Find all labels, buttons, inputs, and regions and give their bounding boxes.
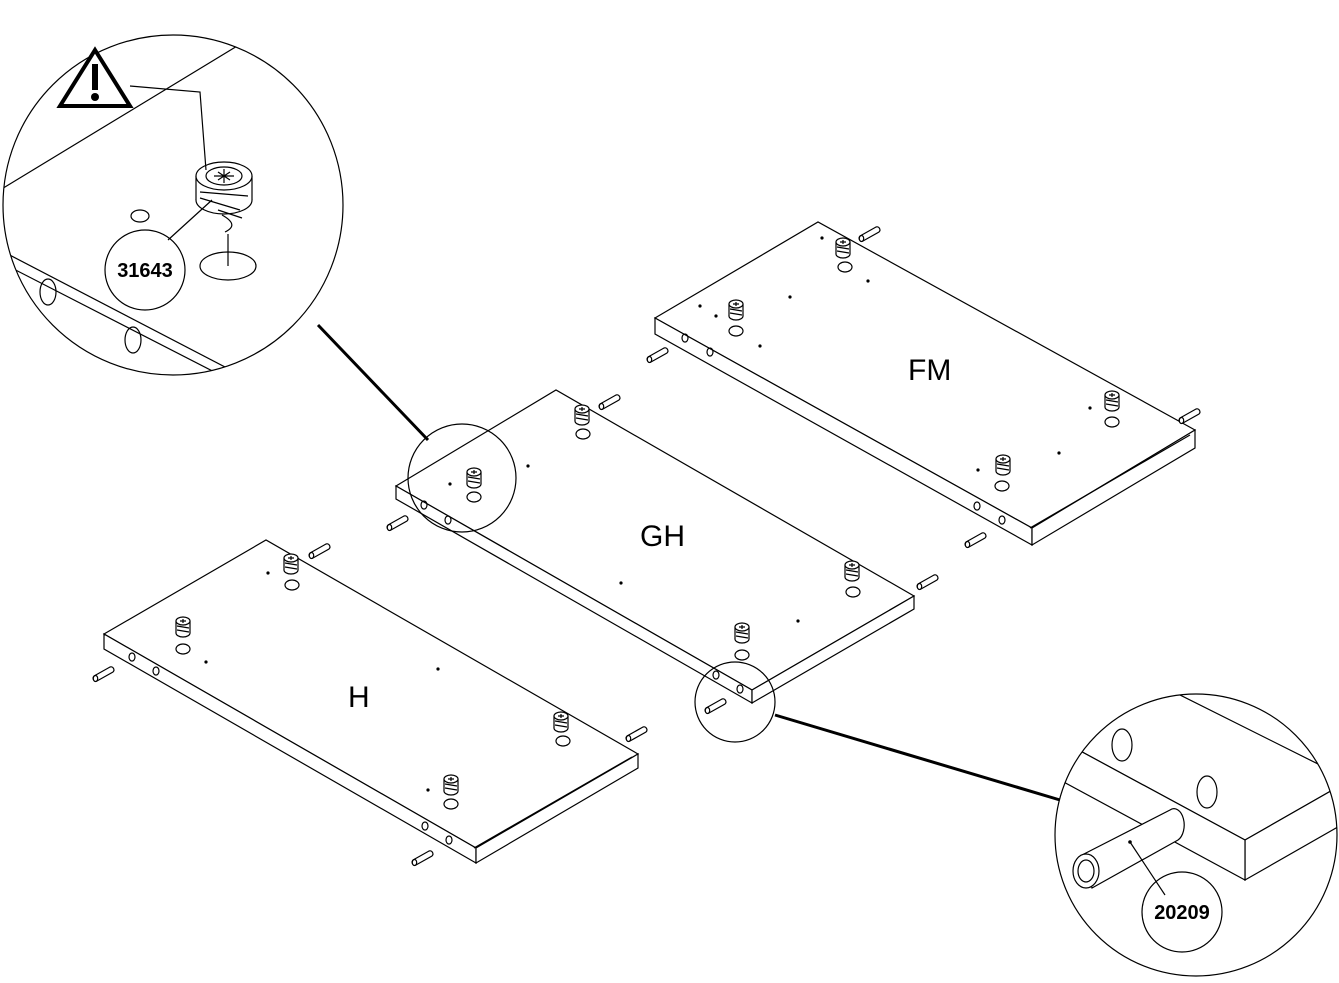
dowel [625,726,648,743]
cam-lock-fitting [844,560,860,582]
dowel [646,347,669,364]
leader-line-dowel [774,713,1061,802]
dowel [598,394,621,411]
panel-label-h: H [348,681,370,714]
part-code-dowel: 20209 [1154,902,1210,924]
callout-cam-lock: 31643 [2,34,344,376]
cam-lock-fitting [728,299,744,321]
panel-h [92,539,648,867]
dowel [411,850,434,867]
cam-lock-fitting [553,711,569,733]
panel-label-fm: FM [908,354,951,387]
leader-line-cam [316,323,430,442]
panel-gh [386,389,939,715]
cam-lock-fitting [734,622,750,644]
dowel [964,532,987,549]
cam-lock-fitting [283,553,299,575]
cam-lock-fitting [835,237,851,259]
dowel [1178,408,1201,425]
detail-highlight-cam [407,423,517,533]
cam-lock-fitting [443,774,459,796]
detail-highlight-dowel [694,661,776,743]
panel-label-gh: GH [640,520,685,553]
cam-lock-fitting [466,467,482,489]
cam-lock-fitting [175,616,191,638]
callout-dowel: 20209 [1054,693,1338,977]
dowel [858,226,881,243]
panel-fm [646,221,1201,549]
warning-triangle-icon [56,46,134,108]
dowel [916,574,939,591]
cam-lock-fitting [1104,390,1120,412]
part-code-cam-lock: 31643 [117,260,173,282]
cam-lock-fitting [995,454,1011,476]
dowel [704,698,727,715]
cam-lock-fitting [574,404,590,426]
dowel [386,515,409,532]
dowel [92,666,115,683]
dowel [308,543,331,560]
